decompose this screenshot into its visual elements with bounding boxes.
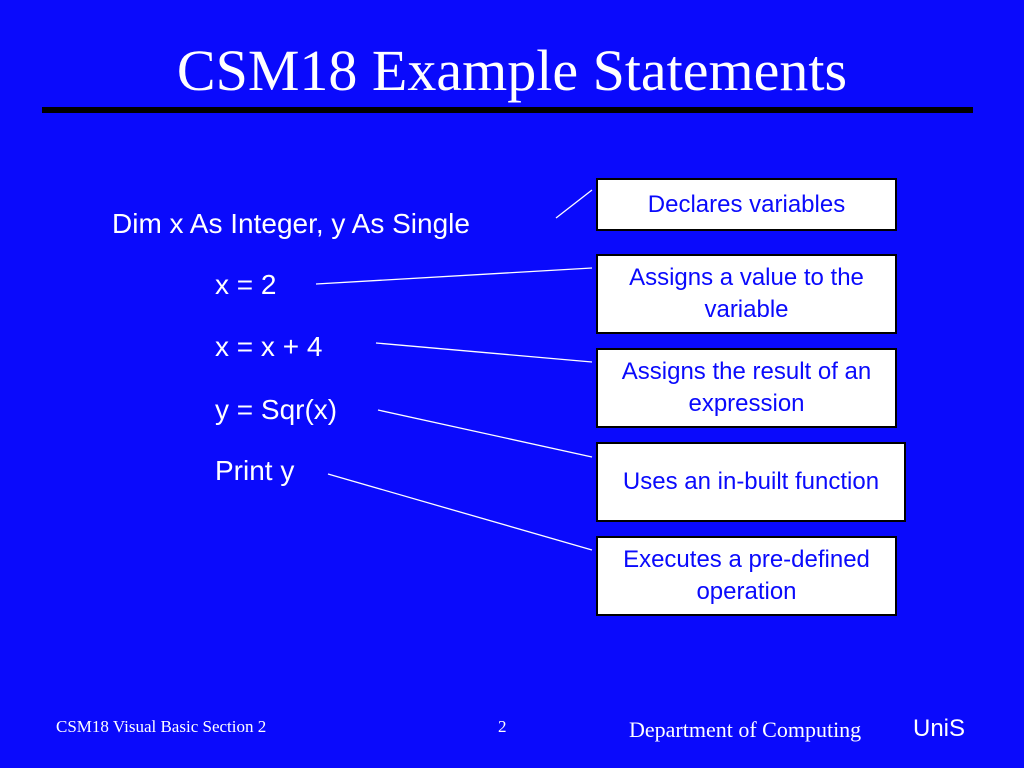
footer-logo: UniS bbox=[913, 715, 966, 742]
annotation-box-declares: Declares variables bbox=[596, 178, 897, 231]
annotation-box-predefined-operation: Executes a pre-defined operation bbox=[596, 536, 897, 616]
footer-page-number: 2 bbox=[498, 717, 507, 736]
connector-line-print bbox=[327, 473, 593, 551]
code-line-assign: x = 2 bbox=[215, 269, 277, 300]
annotation-text: Uses an in-built function bbox=[622, 468, 880, 495]
annotation-text: Executes a pre-defined operation bbox=[623, 546, 870, 605]
annotation-text: Declares variables bbox=[647, 190, 846, 218]
title-underline bbox=[42, 107, 973, 113]
annotation-text: Assigns a value to the variable bbox=[629, 264, 864, 323]
annotation-text: Assigns the result of an expression bbox=[621, 358, 872, 417]
code-line-dim: Dim x As Integer, y As Single bbox=[112, 208, 470, 239]
footer-course: CSM18 Visual Basic Section 2 bbox=[56, 717, 267, 736]
connector-line-function bbox=[377, 409, 593, 458]
code-line-expression: x = x + 4 bbox=[215, 331, 323, 362]
annotation-box-assigns-value: Assigns a value to the variable bbox=[596, 254, 897, 334]
annotation-box-inbuilt-function: Uses an in-built function bbox=[596, 442, 906, 522]
footer-department: Department of Computing bbox=[629, 717, 862, 742]
code-line-print: Print y bbox=[215, 455, 295, 486]
connector-line-declares bbox=[555, 189, 593, 219]
connector-line-expression bbox=[375, 342, 593, 363]
connector-line-assign bbox=[315, 267, 593, 285]
code-line-function: y = Sqr(x) bbox=[215, 394, 338, 425]
annotation-box-assigns-result: Assigns the result of an expression bbox=[596, 348, 897, 428]
slide-title: CSM18 Example Statements bbox=[176, 38, 848, 103]
